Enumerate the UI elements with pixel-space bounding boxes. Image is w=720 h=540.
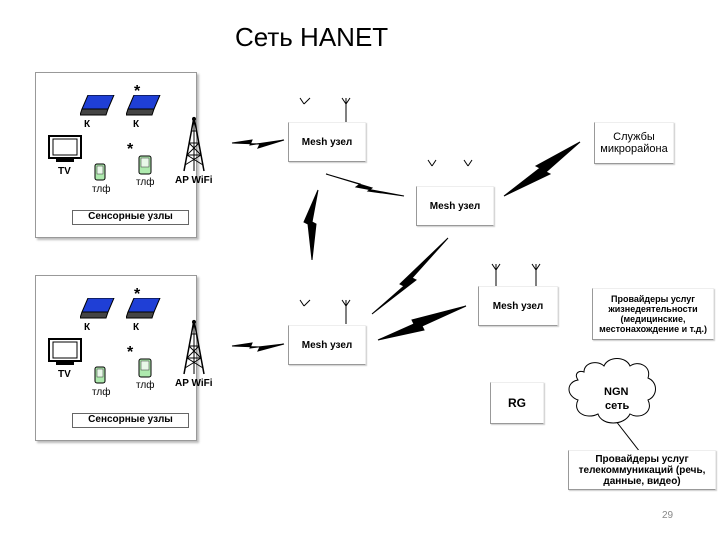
services-box: Службы микрорайона <box>594 122 674 164</box>
wireless-link-icon <box>231 139 285 149</box>
sensor-nodes-label: Сенсорные узлы <box>72 210 189 225</box>
phone-icon <box>94 163 106 181</box>
phone-icon <box>138 358 152 378</box>
mesh-node-4: Mesh узел <box>478 286 558 326</box>
antenna-icon <box>299 299 311 307</box>
mesh-node-3: Mesh узел <box>288 325 366 365</box>
antenna-icon <box>531 263 541 286</box>
antenna-icon <box>427 159 437 167</box>
antenna-icon <box>463 159 473 167</box>
home-network-panel-1: К * К TV тлф * тлф AP WiFi Сенсорные узл… <box>35 72 213 238</box>
ngn-cloud <box>568 358 656 424</box>
ngn-label: NGN <box>604 386 629 398</box>
phone-label: тлф <box>136 177 155 188</box>
access-point-label: AP WiFi <box>175 378 213 389</box>
page-title: Сеть HANET <box>235 22 389 52</box>
rg-box: RG <box>490 382 544 424</box>
access-point-label: AP WiFi <box>175 175 213 186</box>
antenna-icon <box>341 299 351 324</box>
mesh-node-2: Mesh узел <box>416 186 494 226</box>
laptop-label: К <box>84 322 91 333</box>
mesh-node-1: Mesh узел <box>288 122 366 162</box>
phone-label: тлф <box>136 380 155 391</box>
life-services-providers-box: Провайдеры услуг жизнедеятельности (меди… <box>592 288 714 340</box>
laptop-icon <box>80 95 115 116</box>
phone-label: тлф <box>92 387 111 398</box>
laptop-label: К <box>84 119 91 130</box>
wireless-link-icon <box>377 305 467 341</box>
ngn-label-sub: сеть <box>605 400 630 412</box>
phone-label: тлф <box>92 184 111 195</box>
tv-label: TV <box>58 369 71 380</box>
star-marker: * <box>134 83 141 100</box>
star-marker: * <box>127 141 134 158</box>
wireless-link-icon <box>371 237 449 315</box>
wireless-link-icon <box>303 189 319 261</box>
laptop-label: К <box>133 119 140 130</box>
star-marker: * <box>127 344 134 361</box>
page-number: 29 <box>662 510 674 521</box>
antenna-icon <box>341 97 351 122</box>
home-network-panel-2: К * К TV тлф * тлф AP WiFi Сенсорные узл… <box>35 275 213 441</box>
antenna-icon <box>299 97 311 105</box>
phone-icon <box>138 155 152 175</box>
antenna-tower-icon <box>183 319 205 375</box>
wireless-link-icon <box>325 173 405 197</box>
tv-icon <box>48 338 82 365</box>
antenna-icon <box>491 263 501 286</box>
tv-label: TV <box>58 166 71 177</box>
wireless-link-icon <box>503 141 581 197</box>
laptop-icon <box>80 298 115 319</box>
sensor-nodes-label: Сенсорные узлы <box>72 413 189 428</box>
laptop-icon <box>126 95 161 116</box>
laptop-icon <box>126 298 161 319</box>
tv-icon <box>48 135 82 162</box>
wireless-link-icon <box>231 342 285 352</box>
star-marker: * <box>134 286 141 303</box>
antenna-tower-icon <box>183 116 205 172</box>
telecom-providers-box: Провайдеры услуг телекоммуникаций (речь,… <box>568 450 716 490</box>
phone-icon <box>94 366 106 384</box>
laptop-label: К <box>133 322 140 333</box>
